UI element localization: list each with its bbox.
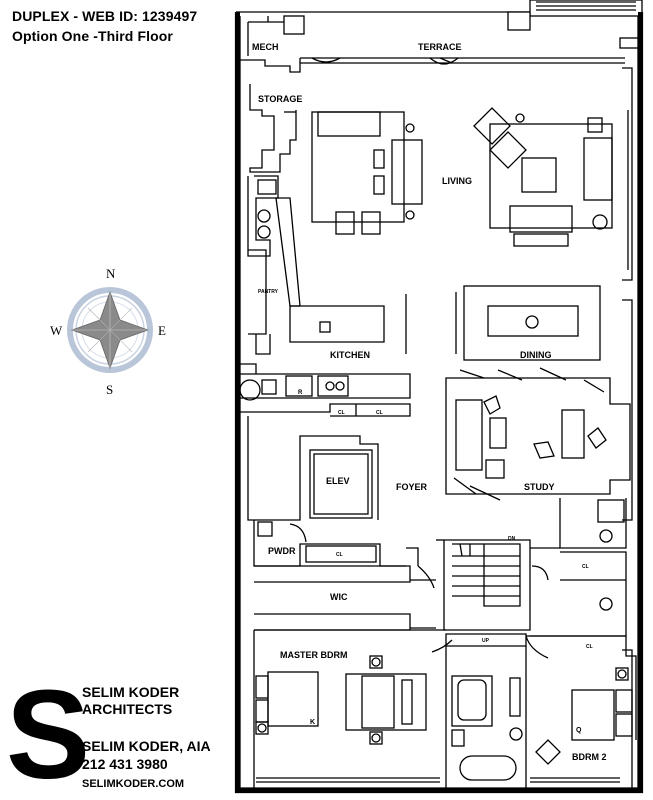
king-bed-label: K [310,719,315,726]
wic-label: WIC [330,592,348,602]
bdrm2-label: BDRM 2 [572,752,607,762]
elev-label: ELEV [326,476,350,486]
study-label: STUDY [524,482,555,492]
kitchen-label: KITCHEN [330,350,370,360]
architect-logo: S [6,664,90,800]
compass-rose [67,287,153,373]
master-bdrm-label: MASTER BDRM [280,650,348,660]
closet-label-3: CL [336,552,343,558]
floor-subtitle: Option One -Third Floor [12,28,173,44]
foyer-label: FOYER [396,482,428,492]
firm-name: SELIM KODER [82,684,180,700]
closet-label-2: CL [376,410,383,416]
listing-title: DUPLEX - WEB ID: 1239497 [12,8,198,24]
dining-label: DINING [520,350,552,360]
up-label: UP [482,638,490,644]
compass-west: W [50,323,63,338]
pwdr-label: PWDR [268,546,296,556]
queen-bed-label: Q [576,727,582,734]
pantry-label: PANTRY [258,289,279,295]
phone-number: 212 431 3980 [82,756,168,772]
fridge-label: R [298,390,303,396]
closet-label-4: CL [582,564,589,570]
compass-north: N [106,266,116,281]
down-label: DN [508,536,516,542]
closet-label-1: CL [338,410,345,416]
firm-type: ARCHITECTS [82,701,173,717]
closet-label-5: CL [586,644,593,650]
mech-label: MECH [252,42,279,52]
terrace-label: TERRACE [418,42,462,52]
website-link[interactable]: SELIMKODER.COM [82,778,185,790]
compass-south: S [106,382,113,397]
compass-east: E [158,323,166,338]
living-label: LIVING [442,176,472,186]
architect-name: SELIM KODER, AIA [82,738,211,754]
storage-label: STORAGE [258,94,302,104]
